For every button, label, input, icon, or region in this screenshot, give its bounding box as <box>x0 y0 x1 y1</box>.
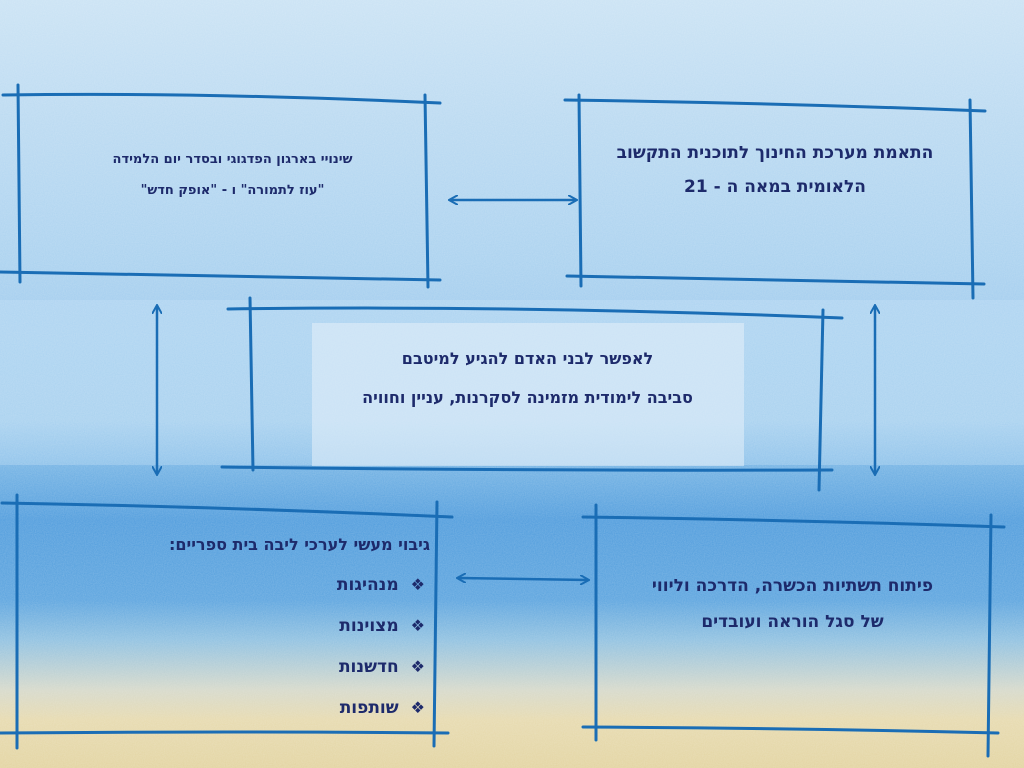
center-line-1: לאפשר לבני האדם להגיע למיטבם <box>401 349 654 368</box>
top-right-line-1: התאמת מערכת החינוך לתוכנית התקשוב <box>616 143 934 163</box>
list-item: ❖ חדשנות <box>150 646 425 687</box>
diamond-bullet-icon: ❖ <box>410 575 425 594</box>
box-top-left <box>0 83 442 289</box>
diamond-bullet-icon: ❖ <box>410 698 425 717</box>
box-top-right <box>563 93 987 300</box>
box-bottom-left <box>0 493 454 750</box>
center-line-2: סביבה לימודית מזמינה לסקרנות, עניין וחוו… <box>362 388 693 407</box>
list-item: ❖ מצוינות <box>150 605 425 646</box>
diamond-bullet-icon: ❖ <box>410 657 425 676</box>
bottom-right-line-2: של סגל הוראה ועובדים <box>701 612 884 632</box>
list-item-label: מצוינות <box>339 615 399 636</box>
center-text-highlight <box>312 323 744 466</box>
bottom-left-list: ❖ מנהיגות ❖ מצוינות ❖ חדשנות ❖ שותפות <box>150 564 425 728</box>
bottom-right-box-text: פיתוח תשתיות הכשרה, הדרכה וליווי של סגל … <box>600 568 985 640</box>
bottom-left-title: גיבוי מעשי לערכי ליבה בית ספריים: <box>168 535 430 554</box>
list-item-label: חדשנות <box>338 656 399 677</box>
list-item-label: מנהיגות <box>336 574 399 595</box>
top-left-line-1: שינויי בארגון הפדגוגי ובסדר יום הלמידה <box>112 152 353 167</box>
center-box-text: לאפשר לבני האדם להגיע למיטבם סביבה לימוד… <box>300 339 755 417</box>
bottom-right-line-1: פיתוח תשתיות הכשרה, הדרכה וליווי <box>651 576 934 596</box>
top-left-line-2: "עוז לתמורה" ו - "אופק חדש" <box>140 183 325 198</box>
top-right-line-2: הלאומית במאה ה - 21 <box>684 177 866 197</box>
diamond-bullet-icon: ❖ <box>410 616 425 635</box>
top-left-box-text: שינויי בארגון הפדגוגי ובסדר יום הלמידה "… <box>60 144 405 206</box>
top-right-box-text: התאמת מערכת החינוך לתוכנית התקשוב הלאומי… <box>585 136 965 204</box>
list-item: ❖ מנהיגות <box>150 564 425 605</box>
box-center <box>220 296 844 492</box>
list-item: ❖ שותפות <box>150 687 425 728</box>
box-bottom-right <box>581 503 1006 758</box>
list-item-label: שותפות <box>339 697 399 718</box>
arrow-bottom-horizontal <box>458 578 588 580</box>
